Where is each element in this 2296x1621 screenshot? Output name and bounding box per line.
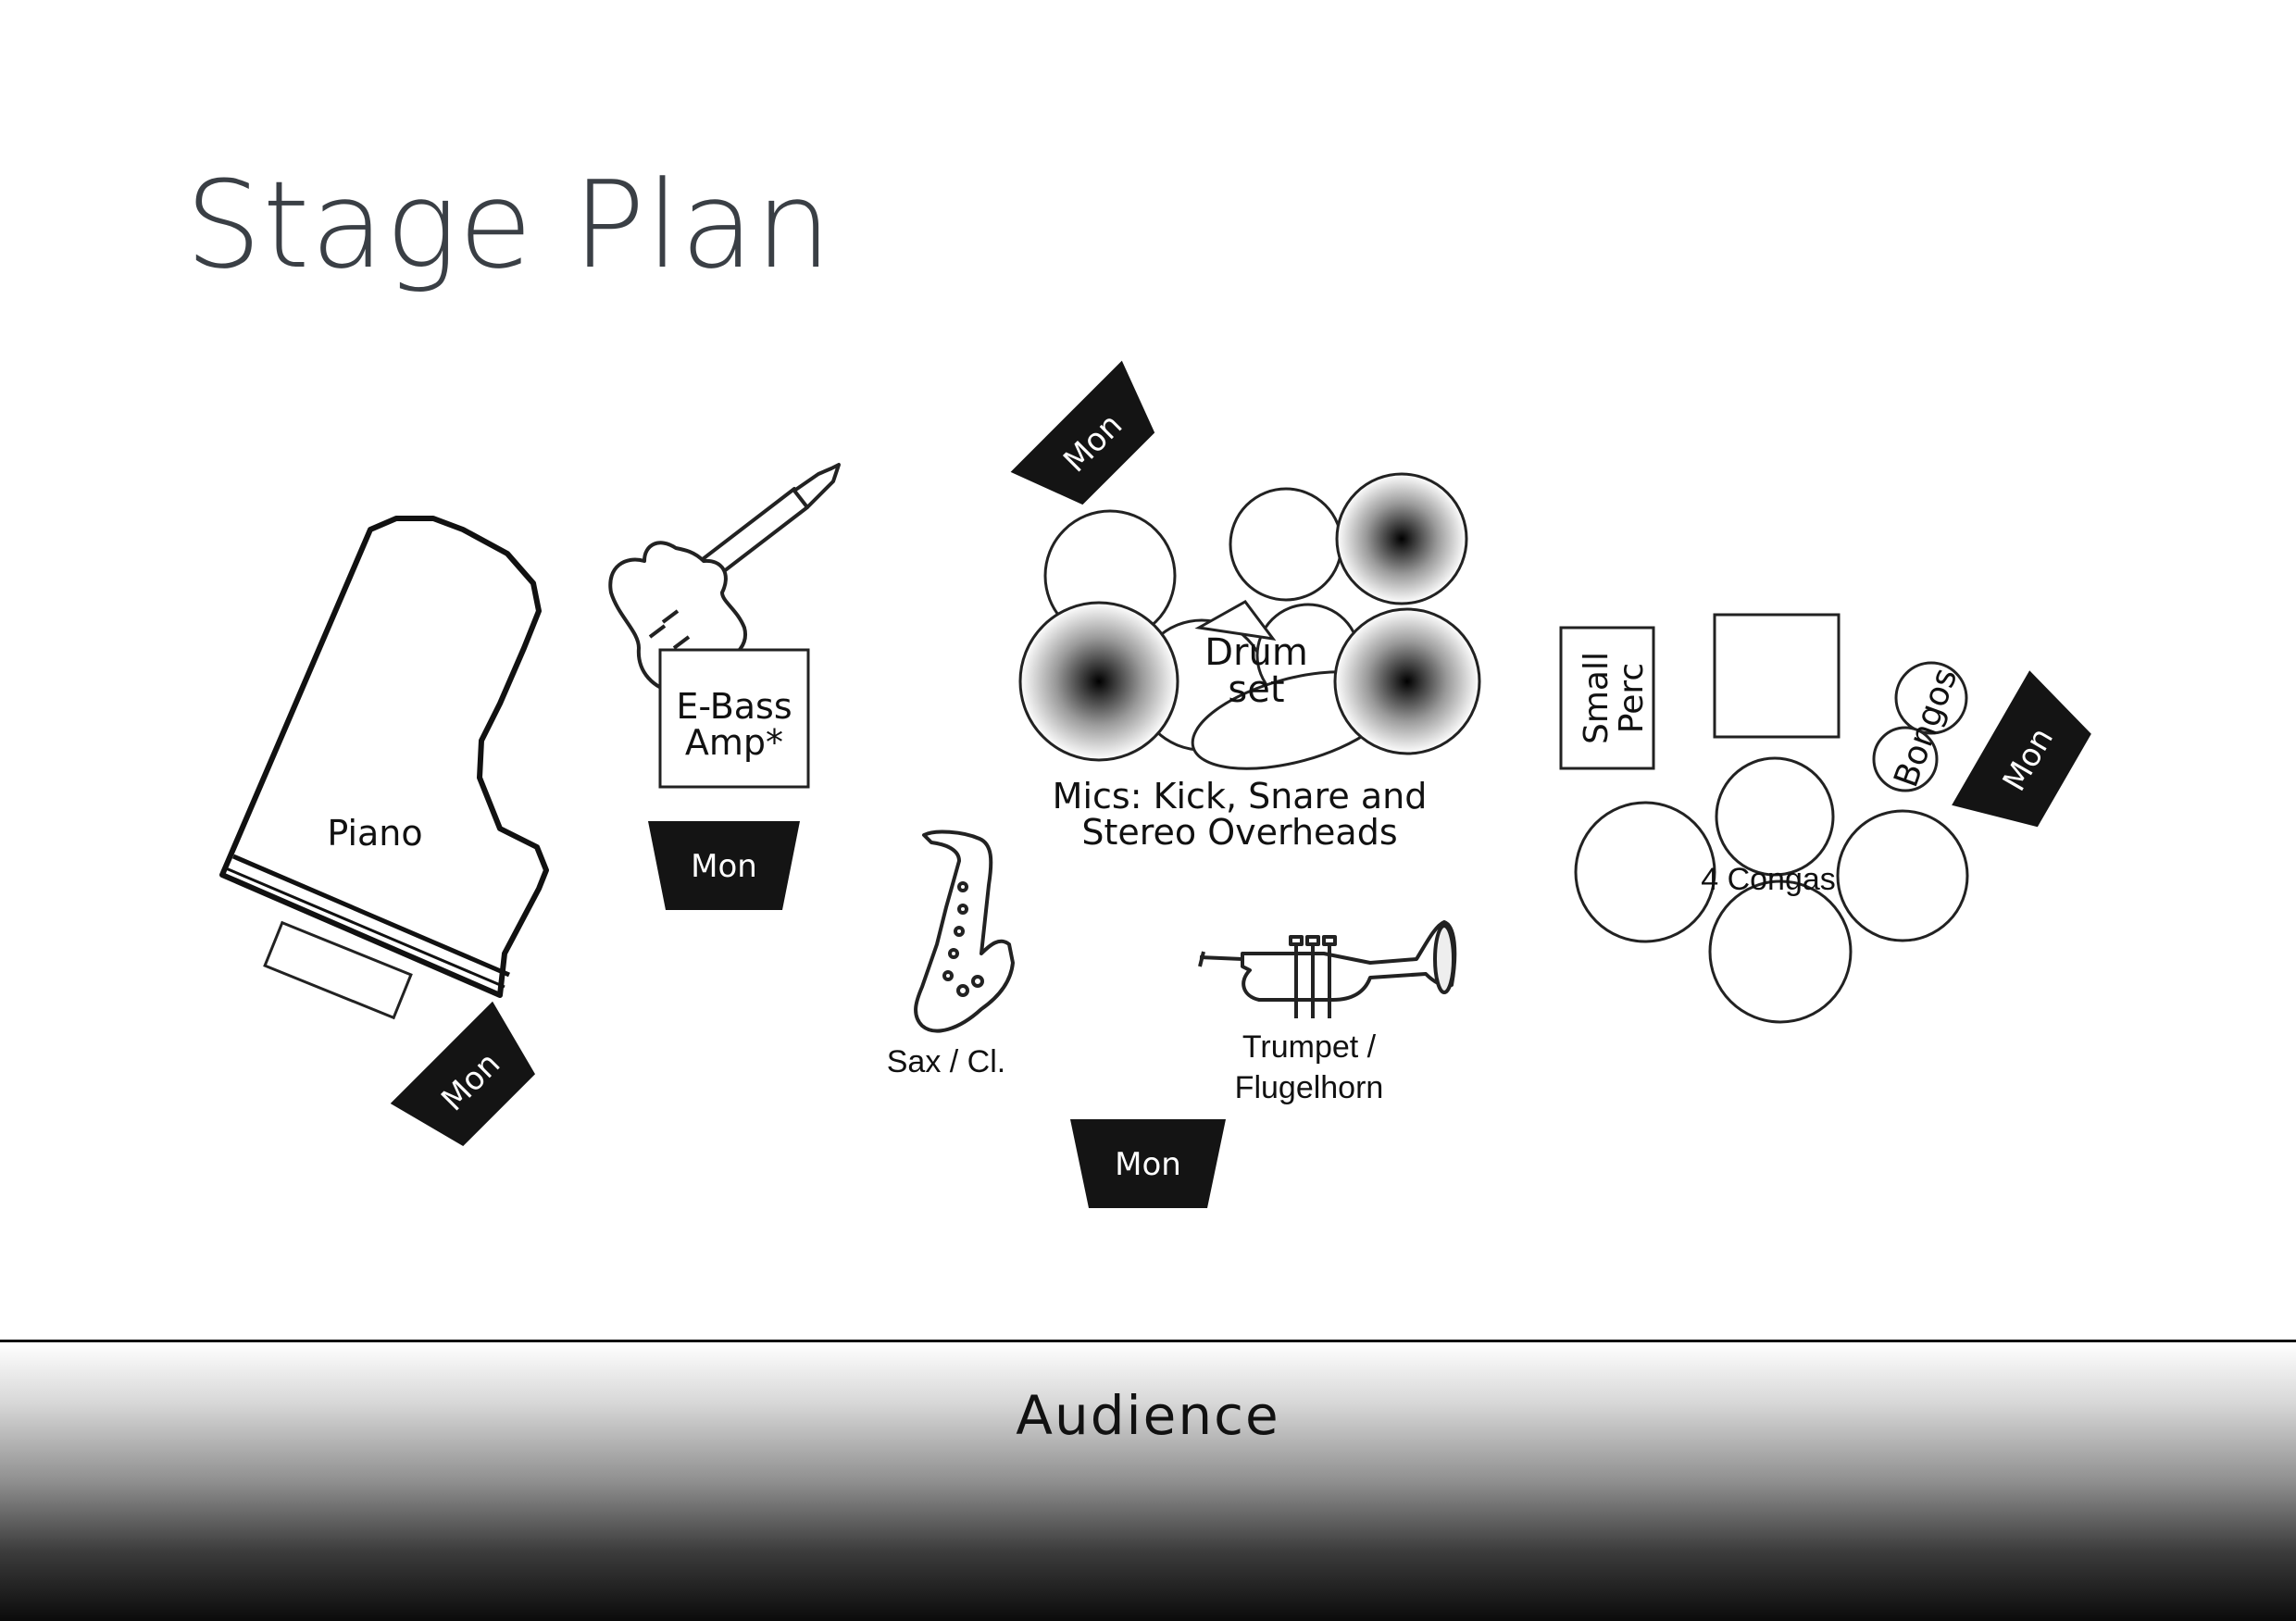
drum-stool — [1194, 600, 1277, 642]
drum-set: Drum set Mics: Kick, Snare and Stereo Ov… — [1018, 472, 1481, 853]
small-perc-label-line2: Perc — [1613, 663, 1651, 733]
monitor-piano: Mon — [390, 1001, 536, 1147]
crash-cymbal — [1018, 601, 1179, 762]
ride-cymbal — [1333, 607, 1481, 755]
mics-label-line1: Mics: Kick, Snare and — [1053, 776, 1428, 817]
piano-label: Piano — [327, 813, 422, 854]
audience-area: Audience — [0, 1340, 2296, 1621]
trumpet-icon: Trumpet / Flugelhorn — [1198, 920, 1457, 1105]
sax-label: Sax / Cl. — [887, 1044, 1005, 1079]
saxophone-icon: Sax / Cl. — [887, 829, 1015, 1079]
bass-amp-label-line2: Amp* — [685, 722, 783, 763]
page-title: Stage Plan — [185, 155, 833, 295]
percussion-stool — [1713, 613, 1841, 739]
hihat-cymbal — [1335, 472, 1468, 605]
audience-label: Audience — [1016, 1384, 1280, 1447]
bongos: Bongos — [1872, 661, 1968, 792]
tom-top — [1229, 487, 1343, 602]
small-percussion: Small Perc — [1559, 626, 1655, 770]
piano: Piano — [219, 516, 549, 1020]
congas: 4 Congas — [1574, 756, 1969, 1024]
small-perc-label-line1: Small — [1578, 652, 1616, 744]
mics-label-line2: Stereo Overheads — [1081, 812, 1397, 853]
monitor-percussion: Mon — [1952, 670, 2091, 828]
bass-amp: E-Bass Amp* — [658, 648, 810, 789]
monitor-top-center: Mon — [1010, 360, 1155, 505]
drum-label-line2: set — [1228, 668, 1284, 711]
drum-label-line1: Drum — [1204, 631, 1308, 674]
monitor-label: Mon — [1115, 1146, 1181, 1183]
congas-label: 4 Congas — [1701, 862, 1836, 897]
monitor-label: Mon — [691, 848, 757, 885]
bass-amp-label-line1: E-Bass — [676, 686, 792, 727]
monitor-bass: Mon — [648, 821, 800, 910]
trumpet-label-line2: Flugelhorn — [1235, 1070, 1384, 1105]
monitor-front-center: Mon — [1070, 1119, 1226, 1208]
trumpet-label-line1: Trumpet / — [1242, 1029, 1377, 1065]
piano-bench — [263, 920, 413, 1020]
